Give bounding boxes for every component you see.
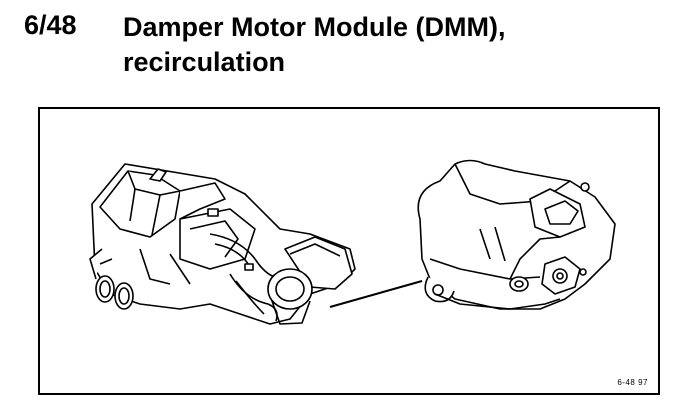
page-heading: 6/48 Damper Motor Module (DMM), recircul… bbox=[0, 0, 688, 90]
technical-illustration bbox=[89, 159, 616, 325]
figure-number: 6/48 bbox=[24, 10, 77, 40]
heater-assembly-illustration bbox=[89, 163, 356, 325]
title-line-2: recirculation bbox=[123, 47, 286, 77]
damper-motor-module-illustration bbox=[417, 159, 616, 310]
page-title: Damper Motor Module (DMM), recirculation bbox=[123, 10, 663, 80]
figure-frame: 6-48 97 bbox=[38, 107, 660, 395]
figure-code: 6-48 97 bbox=[617, 378, 648, 387]
title-line-1: Damper Motor Module (DMM), bbox=[123, 12, 506, 42]
leader-line bbox=[329, 280, 423, 308]
